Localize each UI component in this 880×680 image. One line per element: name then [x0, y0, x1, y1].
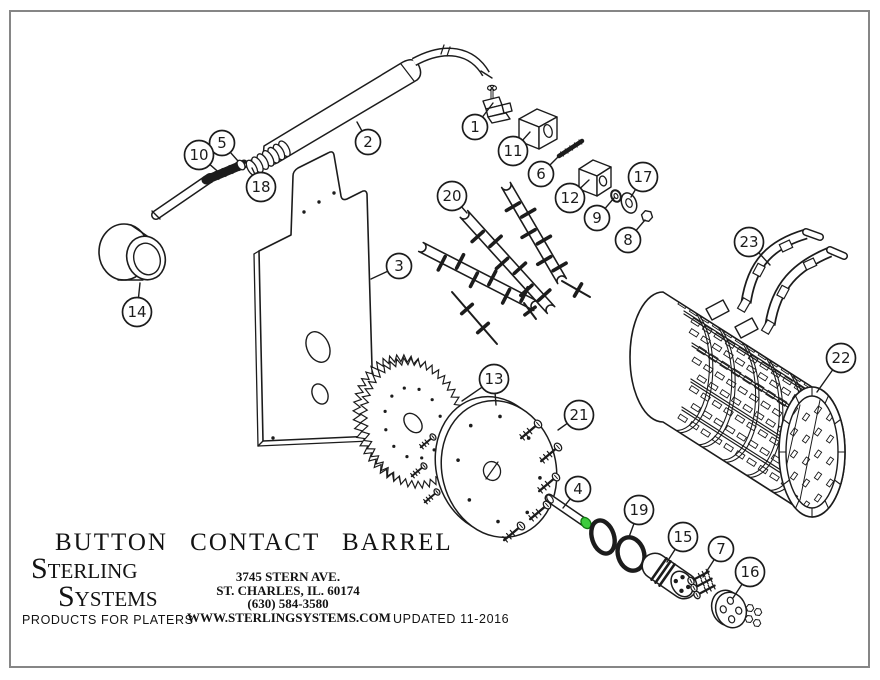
contact-block: 3745 STERN AVE. ST. CHARLES, IL. 60174 (…	[187, 569, 391, 625]
part-8-nut	[640, 209, 654, 223]
callout-17: 17	[627, 161, 659, 198]
part-3-mounting-plate	[253, 151, 375, 447]
callout-16-label: 16	[740, 563, 759, 581]
part-1-clamp-bracket	[482, 84, 513, 124]
callout-2-label: 2	[363, 133, 373, 151]
callout-14-label: 14	[127, 303, 146, 321]
drawing-border-frame	[9, 10, 870, 668]
callout-14: 14	[121, 282, 153, 328]
part-19-o-rings	[589, 518, 647, 573]
part-6-threaded-stud	[556, 138, 585, 159]
callout-18-label: 18	[251, 178, 270, 196]
address-line1: 3745 STERN AVE.	[235, 569, 341, 584]
callout-21: 21	[557, 399, 595, 431]
callout-6-label: 6	[536, 165, 546, 183]
part-16-cap-disc	[710, 589, 763, 629]
address-line2: ST. CHARLES, IL. 60174	[216, 582, 360, 598]
callout-7: 7	[702, 535, 735, 578]
callout-22: 22	[816, 342, 857, 393]
part-20-dangler-harness	[417, 181, 591, 345]
part-23-hold-down-straps	[736, 228, 848, 336]
callout-11-label: 11	[503, 142, 522, 160]
part-17-washer	[620, 192, 638, 214]
part-21-disc-and-screws	[410, 395, 563, 543]
callout-9-label: 9	[592, 209, 602, 227]
callout-8: 8	[614, 219, 646, 254]
callout-23-label: 23	[739, 233, 758, 251]
callout-1: 1	[461, 102, 494, 141]
drawing-title: BUTTON CONTACT BARREL	[55, 529, 453, 556]
callout-4-label: 4	[573, 480, 583, 498]
callout-17-label: 17	[633, 168, 652, 186]
part-22-barrel	[629, 291, 846, 518]
callout-22-label: 22	[831, 349, 850, 367]
updated-date-label: UPDATED 11-2016	[393, 612, 510, 626]
callout-11: 11	[497, 131, 531, 167]
part-7-screws	[687, 568, 716, 600]
website-url: WWW.STERLINGSYSTEMS.COM	[187, 609, 391, 625]
callout-23: 23	[733, 226, 771, 266]
callout-5: 5	[208, 129, 239, 162]
callout-13: 13	[461, 363, 510, 406]
callout-21-label: 21	[569, 406, 588, 424]
callout-3-label: 3	[394, 257, 404, 275]
callout-19-label: 19	[629, 501, 648, 519]
callout-18: 18	[245, 167, 277, 203]
parts-linework	[98, 44, 848, 629]
callout-5-label: 5	[217, 134, 227, 152]
callout-6: 6	[527, 151, 564, 188]
callout-15-label: 15	[673, 528, 692, 546]
callout-9: 9	[583, 197, 615, 232]
callout-12-label: 12	[560, 189, 579, 207]
callout-20-label: 20	[442, 187, 461, 205]
callout-1-label: 1	[470, 118, 480, 136]
callout-12: 12	[554, 179, 590, 214]
company-name-line1: Sterling	[31, 552, 138, 585]
part-15-button-contact	[641, 552, 698, 600]
callout-13-label: 13	[484, 370, 503, 388]
callout-7-label: 7	[716, 540, 726, 558]
callout-3: 3	[370, 252, 413, 280]
part-12-contact-block	[578, 159, 612, 197]
part-18-spring	[245, 140, 291, 177]
part-2-cable	[411, 44, 493, 79]
callout-15: 15	[666, 521, 699, 563]
callout-10: 10	[183, 139, 224, 177]
callout-2: 2	[354, 121, 382, 156]
company-tagline: PRODUCTS FOR PLATERS	[22, 613, 194, 627]
company-name-line2: Systems	[58, 580, 158, 613]
callout-19: 19	[623, 494, 655, 538]
callout-20: 20	[436, 180, 468, 214]
part-14-bushing	[98, 223, 167, 281]
callout-10-label: 10	[189, 146, 208, 164]
callout-8-label: 8	[623, 231, 633, 249]
callout-4: 4	[562, 475, 592, 509]
callout-16: 16	[732, 556, 766, 599]
part-4-contact-pin	[544, 493, 592, 530]
phone-number: (630) 584-3580	[247, 596, 329, 611]
